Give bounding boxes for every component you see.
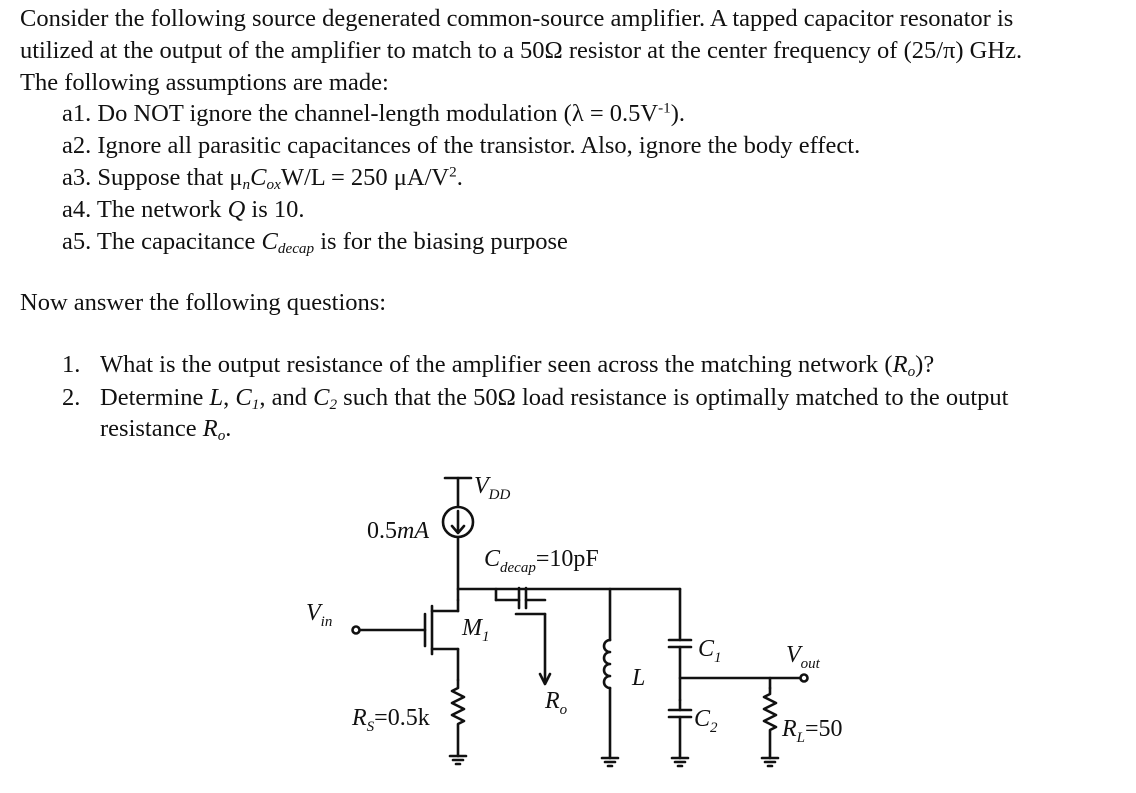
intro-line-2: utilized at the output of the amplifier … xyxy=(20,37,1023,64)
vin-terminal xyxy=(351,625,427,635)
vin-label: Vin xyxy=(306,600,332,630)
current-source xyxy=(441,505,475,602)
cdecap-capacitor xyxy=(494,586,547,610)
rs-resistor xyxy=(448,678,468,766)
m1-label: M1 xyxy=(461,615,490,645)
vdd-label: VDD xyxy=(474,473,511,503)
assumption-a5: a5. The capacitance Cdecap is for the bi… xyxy=(62,228,568,257)
rs-label: RS=0.5k xyxy=(351,705,430,735)
assumption-a2: a2. Ignore all parasitic capacitances of… xyxy=(62,132,861,159)
assumption-a4: a4. The network Q is 10. xyxy=(62,196,305,223)
inductor-l xyxy=(600,587,620,768)
ro-arrow xyxy=(514,612,552,686)
cdecap-label: Cdecap=10pF xyxy=(484,546,599,576)
assumption-a3: a3. Suppose that μnCoxW/L = 250 μA/V2. xyxy=(62,163,463,193)
vout-label: Vout xyxy=(786,642,821,672)
capacitor-c2 xyxy=(667,698,693,768)
tap-node-wire xyxy=(678,673,809,690)
vdd-rail xyxy=(443,476,473,508)
assumption-a1: a1. Do NOT ignore the channel-length mod… xyxy=(62,99,686,127)
questions-intro: Now answer the following questions: xyxy=(20,289,387,316)
question-2-number: 2. xyxy=(62,384,81,411)
current-source-label: 0.5mA xyxy=(367,518,429,544)
mosfet-m1 xyxy=(423,598,460,682)
intro-line-3: The following assumptions are made: xyxy=(20,69,389,96)
capacitor-c1 xyxy=(667,587,693,702)
c1-label: C1 xyxy=(698,636,722,666)
c2-label: C2 xyxy=(694,706,718,736)
question-2: Determine L, C1, and C2 such that the 50… xyxy=(100,384,1009,413)
intro-line-1: Consider the following source degenerate… xyxy=(20,5,1014,32)
question-1: What is the output resistance of the amp… xyxy=(100,351,935,380)
question-1-number: 1. xyxy=(62,351,81,378)
inductor-label: L xyxy=(631,665,645,691)
rl-resistor xyxy=(760,686,780,768)
ro-label: Ro xyxy=(544,688,568,718)
question-2-cont: resistance Ro. xyxy=(100,415,232,444)
rl-label: RL=50 xyxy=(781,716,843,746)
